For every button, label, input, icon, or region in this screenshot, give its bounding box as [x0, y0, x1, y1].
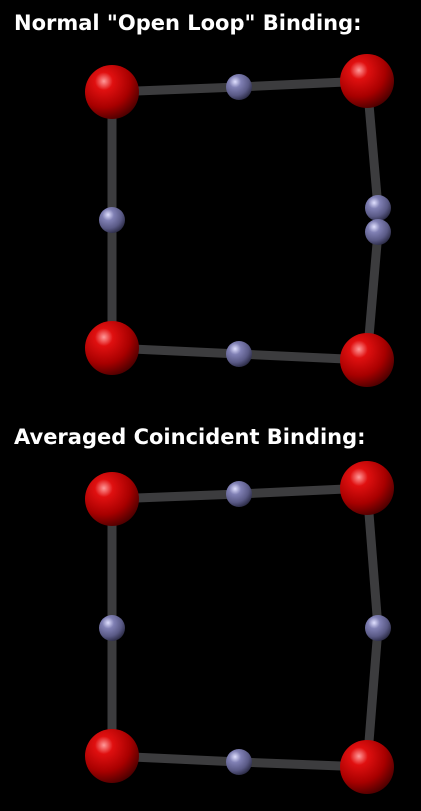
red-atom	[85, 65, 139, 119]
blue-atom	[99, 615, 125, 641]
red-atom	[340, 333, 394, 387]
blue-atom	[365, 195, 391, 221]
red-atom	[340, 740, 394, 794]
open-loop-heading: Normal "Open Loop" Binding:	[14, 11, 362, 35]
blue-atom	[226, 749, 252, 775]
atoms	[85, 54, 394, 387]
blue-atom	[365, 219, 391, 245]
coincident-diagram	[85, 461, 394, 794]
bonds	[107, 483, 383, 772]
blue-atom	[226, 341, 252, 367]
red-atom	[85, 321, 139, 375]
blue-atom	[99, 207, 125, 233]
red-atom	[340, 54, 394, 108]
blue-atom	[226, 74, 252, 100]
coincident-heading: Averaged Coincident Binding:	[14, 425, 366, 449]
open-loop-diagram	[85, 54, 394, 387]
blue-atom	[365, 615, 391, 641]
atoms	[85, 461, 394, 794]
red-atom	[340, 461, 394, 515]
blue-atom	[226, 481, 252, 507]
red-atom	[85, 472, 139, 526]
bonds	[107, 76, 383, 365]
red-atom	[85, 729, 139, 783]
